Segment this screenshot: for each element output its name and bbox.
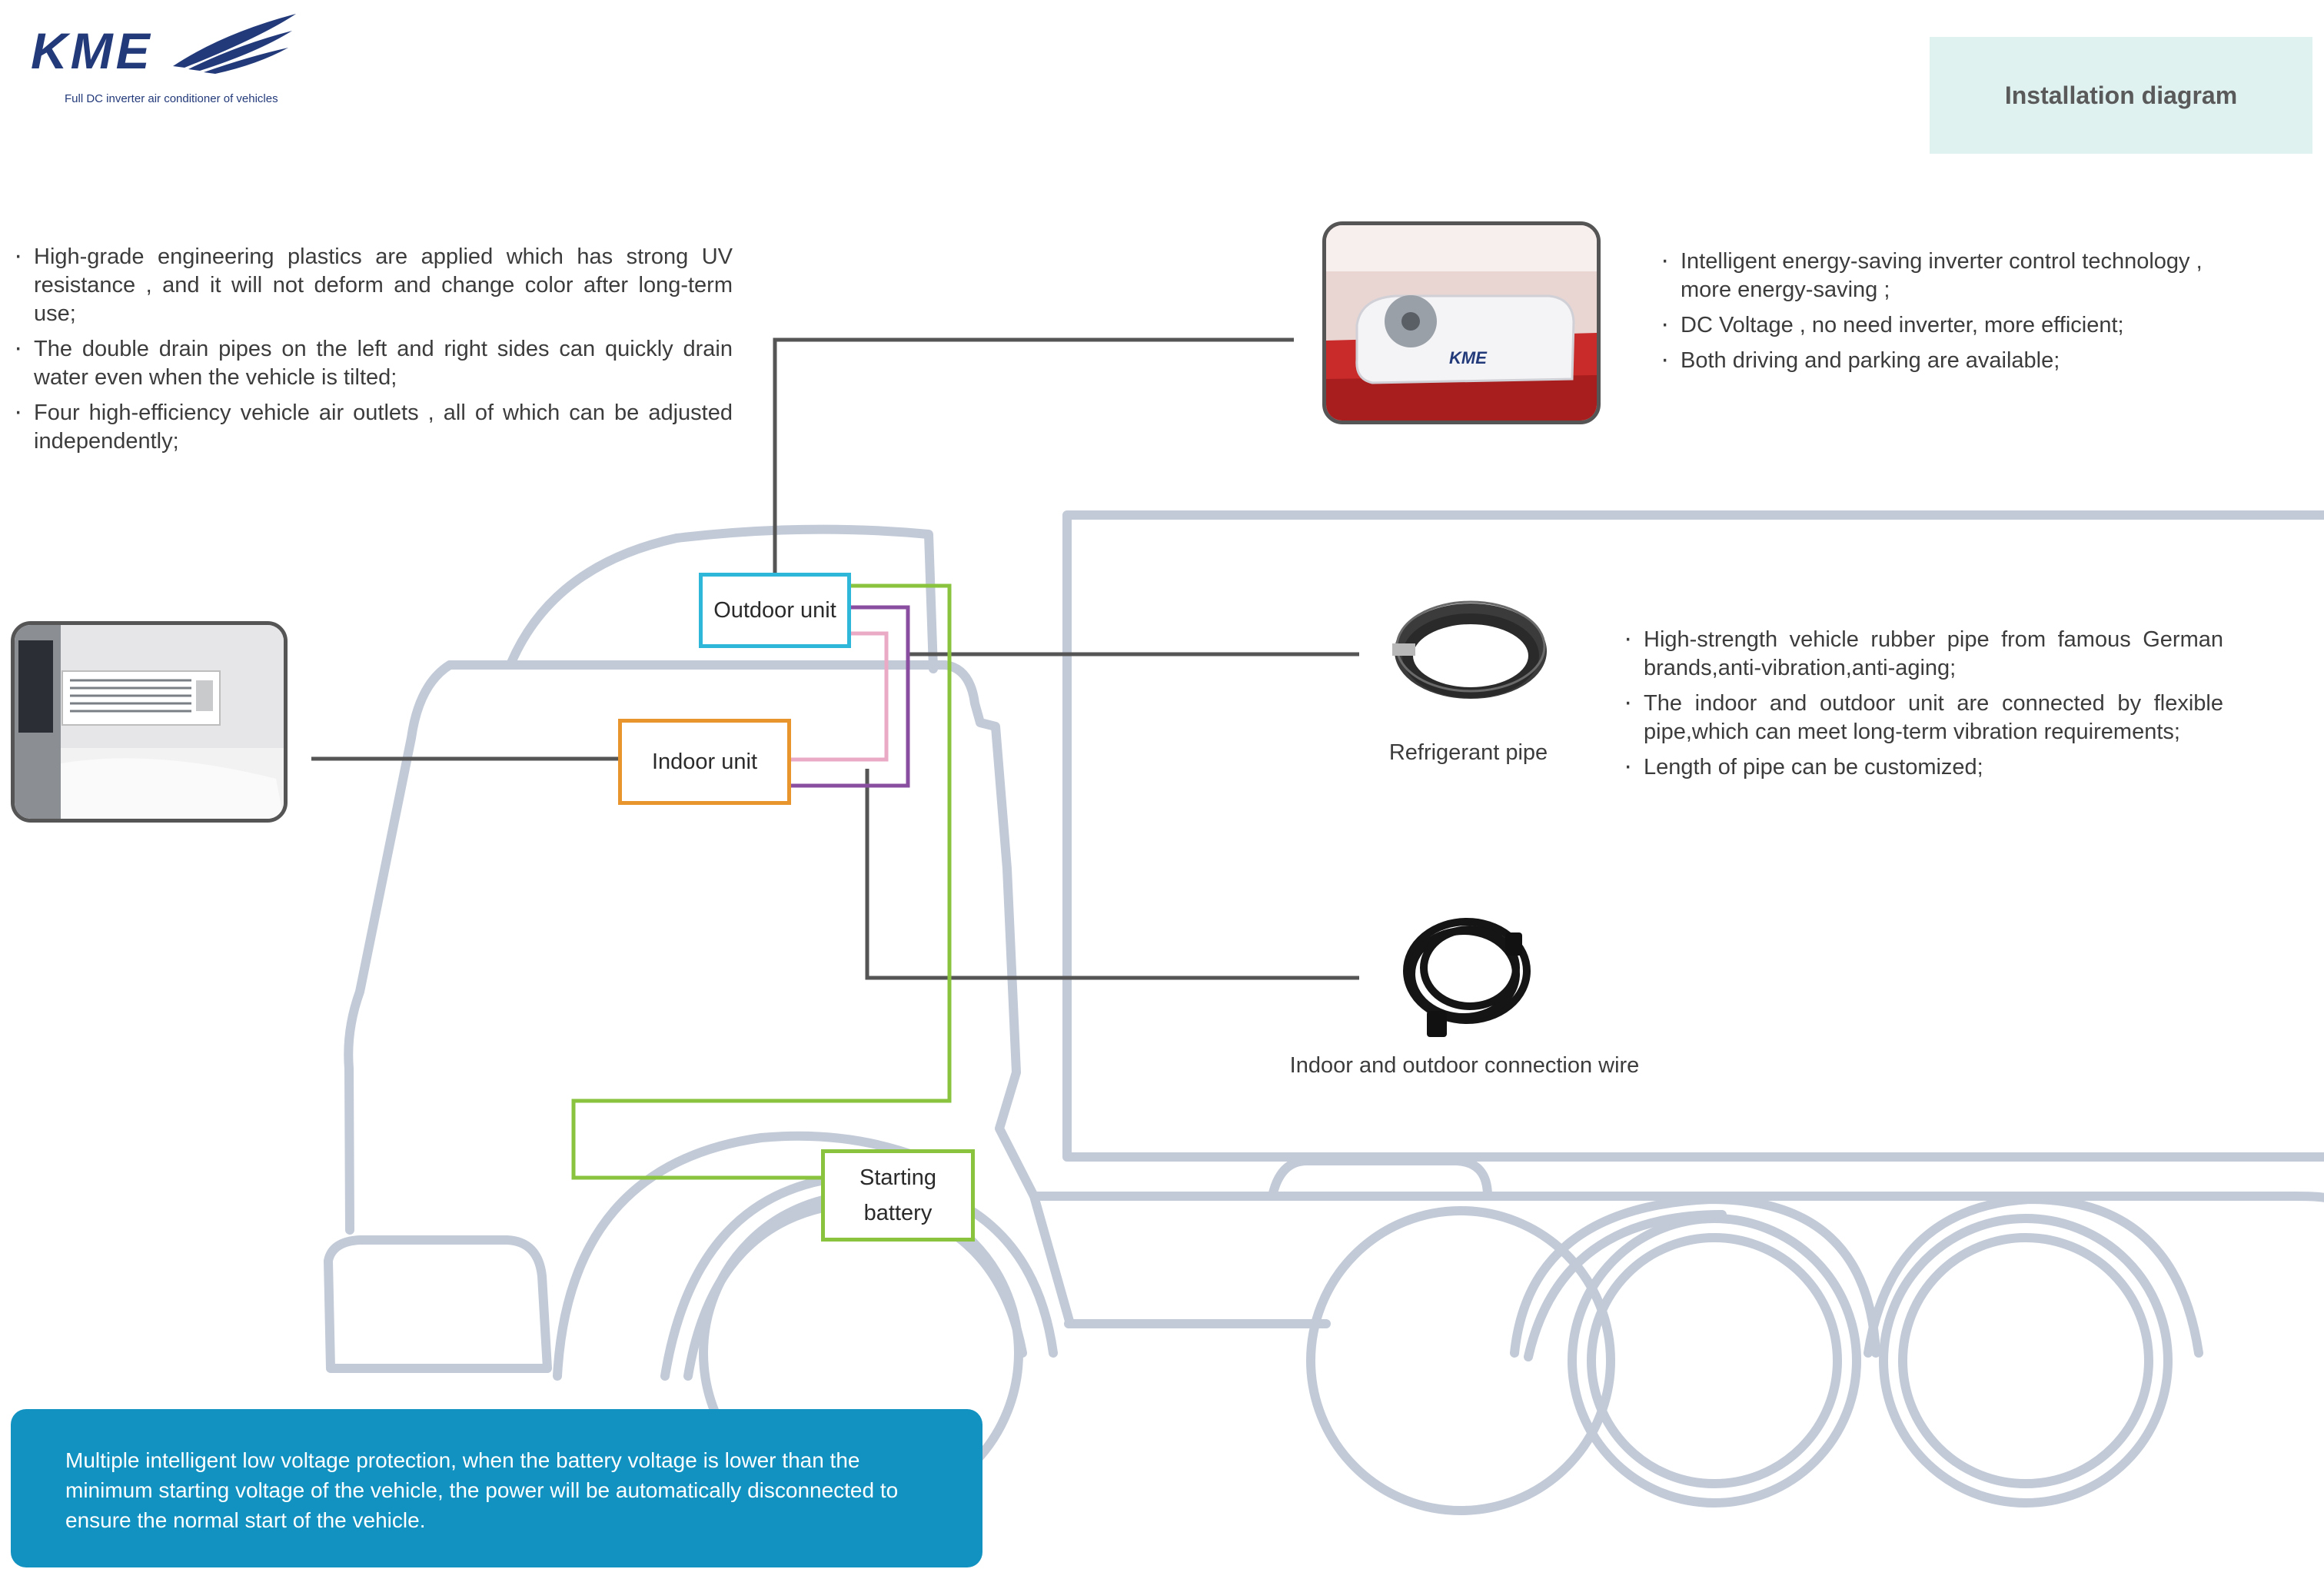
outdoor-unit-features: Intelligent energy-saving inverter contr… [1661, 246, 2245, 382]
rear-wheel-2 [1879, 1214, 2173, 1508]
logo-wing-icon [173, 14, 296, 74]
coiled-rubber-pipe-icon [1392, 600, 1547, 699]
power-line-green [571, 583, 952, 1180]
front-fender [553, 1131, 923, 1381]
feature-item: DC Voltage , no need inverter, more effi… [1661, 310, 2245, 340]
battery-text-line1: Starting [859, 1165, 936, 1190]
logo-tagline: Full DC inverter air conditioner of vehi… [65, 92, 278, 105]
rear-step [1268, 1156, 1492, 1201]
indoor-unit-photo [11, 621, 288, 823]
rear-fender-outer [1524, 1210, 1727, 1361]
outdoor-unit-label: Outdoor unit [699, 573, 851, 648]
wire-caption: Indoor and outdoor connection wire [1289, 1053, 1640, 1078]
cargo-box-outline [1062, 510, 2324, 1162]
logo-wordmark: KME [31, 22, 153, 79]
cab-front [344, 660, 454, 1235]
outdoor-unit-text: Outdoor unit [713, 598, 836, 623]
feature-item: Length of pipe can be customized; [1624, 752, 2223, 782]
wire-leader-line [865, 769, 1359, 980]
battery-text-line2: battery [863, 1201, 933, 1225]
pipe-line-pink [791, 631, 889, 762]
pipe-caption: Refrigerant pipe [1388, 740, 1548, 765]
indoor-unit-text: Indoor unit [651, 750, 758, 774]
rear-fender-2 [1864, 1195, 2203, 1358]
indoor-unit-label: Indoor unit [618, 719, 791, 805]
low-voltage-protection-note: Multiple intelligent low voltage protect… [11, 1409, 982, 1567]
rear-wheel-2-inner [1898, 1233, 2153, 1488]
page-tag: Installation diagram [1930, 37, 2312, 154]
outdoor-unit-photo: KME [1322, 221, 1601, 424]
cab-roof-fairing [507, 524, 938, 673]
rear-wheel-left [1306, 1206, 1615, 1515]
pipe-features: High-strength vehicle rubber pipe from f… [1624, 624, 2223, 789]
feature-item: The indoor and outdoor unit are connecte… [1624, 688, 2223, 746]
wire-line-purple [791, 605, 910, 788]
feature-item: High-strength vehicle rubber pipe from f… [1624, 624, 2223, 683]
indoor-evaporator-photo [15, 625, 284, 819]
brand-logo: KME Full DC inverter air conditioner of … [31, 14, 296, 105]
feature-item: Both driving and parking are available; [1661, 345, 2245, 375]
feature-item: The double drain pipes on the left and r… [14, 334, 733, 392]
cab-bumper [324, 1235, 552, 1373]
roof-air-conditioner-photo: KME [1326, 225, 1597, 421]
outdoor-leader-line [773, 337, 1294, 573]
note-text: Multiple intelligent low voltage protect… [65, 1448, 899, 1532]
feature-item: High-grade engineering plastics are appl… [14, 241, 733, 328]
rear-fender [1510, 1195, 1880, 1358]
cab-body-outline [445, 660, 1075, 1328]
chassis-rail [1029, 1192, 2324, 1202]
feature-item: Intelligent energy-saving inverter contr… [1661, 246, 2245, 304]
indoor-unit-features: High-grade engineering plastics are appl… [14, 241, 733, 463]
svg-text:KME: KME [1449, 348, 1488, 367]
starting-battery-label: Starting battery [821, 1149, 975, 1242]
coiled-black-wire-icon [1403, 918, 1531, 1037]
feature-item: Four high-efficiency vehicle air outlets… [14, 397, 733, 456]
rear-wheel-1-inner [1587, 1233, 1842, 1488]
